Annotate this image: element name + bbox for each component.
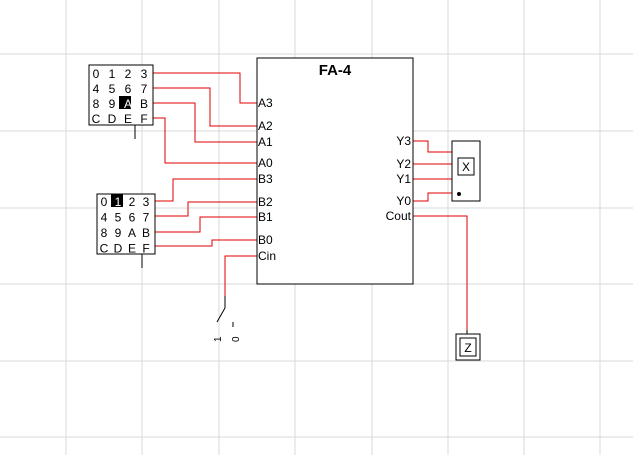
wire-a1 xyxy=(153,102,257,143)
pin-cin-label: Cin xyxy=(258,249,276,263)
keypad-key[interactable]: 2 xyxy=(125,67,132,81)
display-x-dot xyxy=(457,192,461,196)
keypad-key[interactable]: F xyxy=(142,242,149,256)
fa4-title: FA-4 xyxy=(319,62,352,79)
keypad-key[interactable]: 4 xyxy=(93,82,100,96)
keypad-key[interactable]: A xyxy=(128,226,136,240)
keypad-key[interactable]: 5 xyxy=(115,211,122,225)
wire-cin xyxy=(224,255,257,296)
pin-y2-label: Y2 xyxy=(396,157,411,171)
wire-y3 xyxy=(413,140,452,153)
keypad-key[interactable]: F xyxy=(140,112,147,126)
switch-label-0: 0 xyxy=(231,336,242,342)
wires xyxy=(153,72,468,330)
wire-a0 xyxy=(153,117,257,164)
pin-b3-label: B3 xyxy=(258,172,273,186)
pin-a0-label: A0 xyxy=(258,156,273,170)
keypad-key[interactable]: 8 xyxy=(93,97,100,111)
keypad-key[interactable]: 9 xyxy=(109,97,116,111)
keypad-key[interactable]: E xyxy=(128,242,136,256)
keypad-key[interactable]: C xyxy=(92,112,101,126)
display-z-label: Z xyxy=(464,341,471,355)
keypad-key[interactable]: 3 xyxy=(143,195,150,209)
pin-b2-label: B2 xyxy=(258,195,273,209)
keypad-a-selected-highlight xyxy=(119,96,131,109)
keypad-key[interactable]: 1 xyxy=(115,195,122,209)
keypad-key[interactable]: B xyxy=(142,226,150,240)
keypad-key[interactable]: 6 xyxy=(125,82,132,96)
pin-a3-label: A3 xyxy=(258,96,273,110)
pin-b0-label: B0 xyxy=(258,233,273,247)
keypad-key[interactable]: 1 xyxy=(109,67,116,81)
wire-y0 xyxy=(413,192,452,202)
keypad-key[interactable]: E xyxy=(124,112,132,126)
keypad-key[interactable]: 9 xyxy=(115,226,122,240)
pin-cout-label: Cout xyxy=(386,209,412,223)
pin-y1-label: Y1 xyxy=(396,172,411,186)
keypad-key[interactable]: 3 xyxy=(141,67,148,81)
keypad-key[interactable]: 2 xyxy=(129,195,136,209)
fa4-block[interactable]: FA-4 A3 A2 A1 A0 B3 B2 B1 B0 Cin Y3 Y2 Y… xyxy=(256,57,414,285)
keypad-key[interactable]: 7 xyxy=(143,211,150,225)
wire-b3 xyxy=(155,178,257,202)
wire-a3 xyxy=(153,72,257,104)
wire-b1 xyxy=(155,216,257,233)
keypad-key[interactable]: D xyxy=(114,242,123,256)
pin-y0-label: Y0 xyxy=(396,194,411,208)
pin-a1-label: A1 xyxy=(258,135,273,149)
pin-b1-label: B1 xyxy=(258,210,273,224)
pin-a2-label: A2 xyxy=(258,119,273,133)
keypad-key[interactable]: 6 xyxy=(129,211,136,225)
display-x-label: X xyxy=(462,160,470,174)
wire-cout xyxy=(413,215,468,330)
keypad-key[interactable]: B xyxy=(140,97,148,111)
keypad-key[interactable]: 4 xyxy=(101,211,108,225)
wire-a2 xyxy=(153,87,257,127)
display-z[interactable]: Z xyxy=(455,330,481,361)
wire-b0 xyxy=(155,239,257,247)
pin-y3-label: Y3 xyxy=(396,134,411,148)
keypad-key[interactable]: 0 xyxy=(93,67,100,81)
cin-switch[interactable]: 1 0 xyxy=(213,296,242,342)
keypad-key[interactable]: 8 xyxy=(101,226,108,240)
switch-label-1: 1 xyxy=(213,336,224,342)
keypad-key[interactable]: 7 xyxy=(141,82,148,96)
keypad-key[interactable]: 0 xyxy=(101,195,108,209)
keypad-key[interactable]: C xyxy=(100,242,109,256)
wire-b2 xyxy=(155,201,257,217)
keypad-b-selected-highlight xyxy=(111,194,123,207)
display-x[interactable]: X xyxy=(451,140,481,202)
switch-lever xyxy=(216,307,226,323)
keypad-key[interactable]: A xyxy=(124,97,132,111)
keypad-key[interactable]: 5 xyxy=(109,82,116,96)
keypad-key[interactable]: D xyxy=(108,112,117,126)
